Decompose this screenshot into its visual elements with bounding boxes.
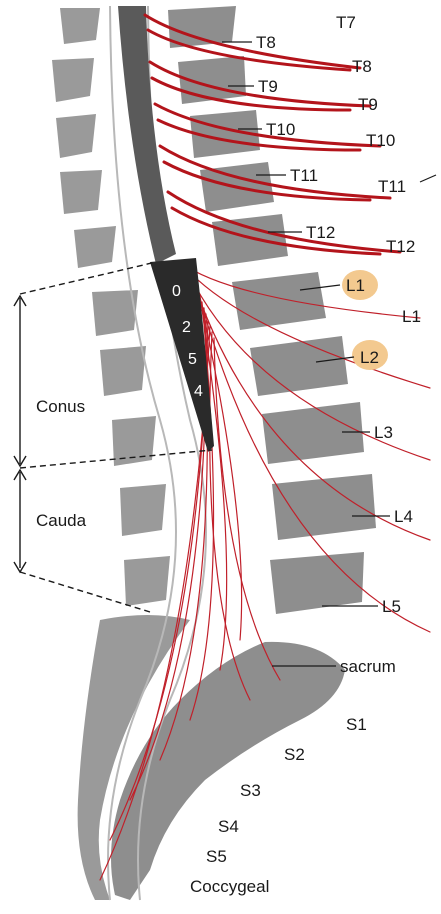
conus-mark-1: 0 xyxy=(172,283,181,300)
label-vert-t9: T9 xyxy=(258,77,278,96)
label-vert-l4: L4 xyxy=(394,507,413,526)
label-vert-l1: L1 xyxy=(346,276,365,295)
label-nerve-s2: S2 xyxy=(284,745,305,764)
label-nerve-s5: S5 xyxy=(206,847,227,866)
label-vert-sacrum: sacrum xyxy=(340,657,396,676)
conus-mark-4: 4 xyxy=(194,383,203,400)
label-vert-t10: T10 xyxy=(266,120,295,139)
label-vert-l3: L3 xyxy=(374,423,393,442)
label-nerve-t8: T8 xyxy=(352,57,372,76)
label-nerve-t12: T12 xyxy=(386,237,415,256)
label-nerve-l1: L1 xyxy=(402,307,421,326)
label-nerve-t9: T9 xyxy=(358,95,378,114)
label-nerve-s3: S3 xyxy=(240,781,261,800)
label-conus: Conus xyxy=(36,397,85,416)
label-vert-l2: L2 xyxy=(360,348,379,367)
label-cauda: Cauda xyxy=(36,511,87,530)
label-vert-t8: T8 xyxy=(256,33,276,52)
conus-mark-3: 5 xyxy=(188,351,197,368)
label-vert-t12: T12 xyxy=(306,223,335,242)
label-vert-l5: L5 xyxy=(382,597,401,616)
label-nerve-s1: S1 xyxy=(346,715,367,734)
label-nerve-s4: S4 xyxy=(218,817,239,836)
label-nerve-coccygeal: Coccygeal xyxy=(190,877,269,896)
label-nerve-t10: T10 xyxy=(366,131,395,150)
spinal-cord xyxy=(118,6,176,264)
conus-mark-2: 2 xyxy=(182,319,191,336)
conus-medullaris xyxy=(150,258,214,452)
label-vert-t11: T11 xyxy=(290,166,318,185)
label-nerve-t7: T7 xyxy=(336,13,356,32)
label-nerve-t11: T11 xyxy=(378,177,406,196)
